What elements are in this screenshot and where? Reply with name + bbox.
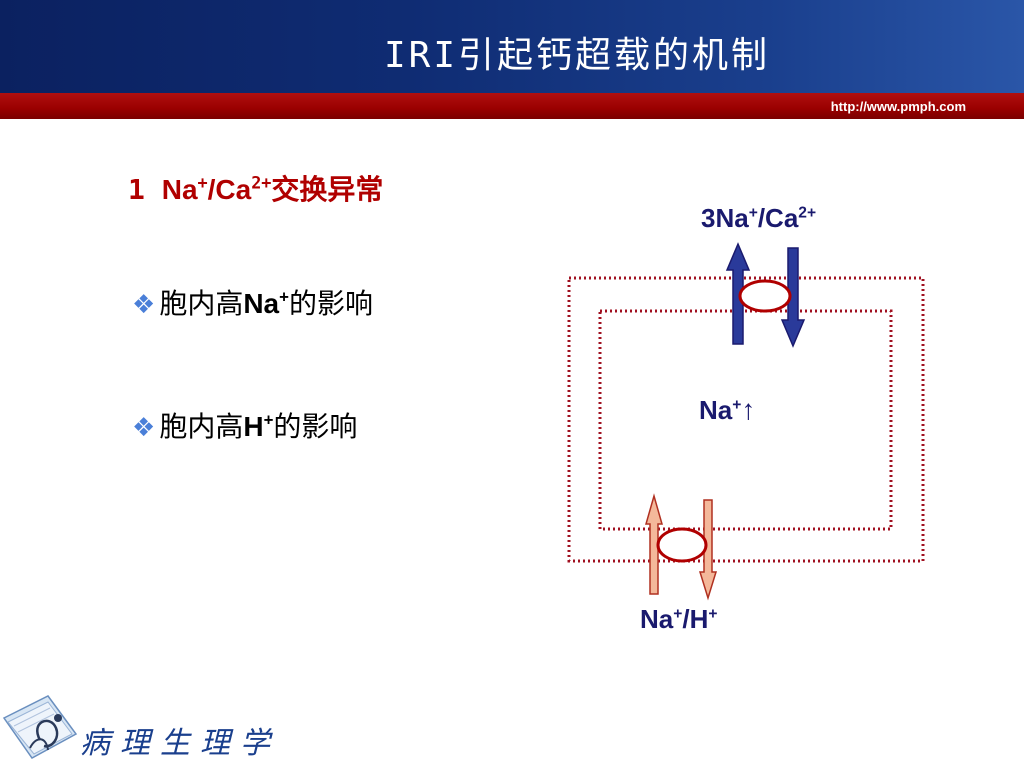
section-ca-charge: 2+: [251, 172, 272, 193]
section-ion-ca: /Ca: [207, 174, 252, 205]
na-h-exchanger-oval: [656, 527, 708, 563]
na-ca-exchanger-oval: [738, 279, 792, 313]
na-ca-up-arrow: [725, 242, 751, 345]
up-arrow-icon: ↑: [741, 394, 756, 425]
bullet-pre: 胞内高: [159, 287, 244, 320]
header-bar: IRI引起钙超载的机制: [0, 0, 1024, 93]
na-h-up-arrow: [645, 493, 663, 595]
na-h-down-arrow: [698, 499, 718, 601]
inner-membrane: [598, 309, 893, 531]
section-na-charge: +: [197, 172, 208, 193]
na-h-exchanger-label: Na+/H+: [640, 604, 717, 635]
bullet-pre: 胞内高: [159, 410, 244, 443]
label-3na: 3Na: [701, 203, 749, 233]
bullet-ion-charge: +: [263, 410, 274, 430]
section-title: 1 Na+/Ca2+交换异常: [128, 168, 383, 208]
bullet-ion: H: [243, 411, 264, 442]
bullet-ion: Na: [243, 288, 280, 319]
bullet-ion-charge: +: [279, 287, 289, 307]
section-number: 1: [128, 173, 145, 206]
url-text: http://www.pmph.com: [830, 99, 966, 114]
diamond-bullet-icon: ❖: [132, 413, 156, 443]
intracellular-na-label: Na+↑: [699, 394, 755, 426]
footer-subject-text: 病理生理学: [80, 726, 280, 761]
section-text: 交换异常: [271, 173, 384, 206]
label-na-charge: +: [732, 396, 742, 414]
na-ca-down-arrow: [780, 247, 806, 348]
label-na: Na: [640, 604, 674, 634]
label-na: Na: [699, 395, 733, 425]
label-na-charge: +: [673, 605, 683, 623]
bullet-item-h: ❖胞内高H+的影响: [132, 405, 357, 445]
stethoscope-book-logo-icon: [2, 695, 78, 759]
diamond-bullet-icon: ❖: [132, 290, 156, 320]
red-band: [0, 93, 1024, 119]
label-ca: /Ca: [757, 203, 799, 233]
bullet-post: 的影响: [273, 410, 358, 443]
label-ca-charge: 2+: [798, 204, 817, 222]
outer-membrane: [567, 276, 925, 563]
page-title: IRI引起钙超载的机制: [383, 35, 771, 76]
label-3na-charge: +: [748, 204, 758, 222]
label-h-charge: +: [708, 605, 718, 623]
na-ca-exchanger-label: 3Na+/Ca2+: [701, 203, 816, 234]
bullet-post: 的影响: [288, 287, 373, 320]
bullet-item-na: ❖胞内高Na+的影响: [132, 282, 373, 322]
label-h: /H: [682, 604, 709, 634]
section-ion-na: Na: [161, 174, 198, 205]
